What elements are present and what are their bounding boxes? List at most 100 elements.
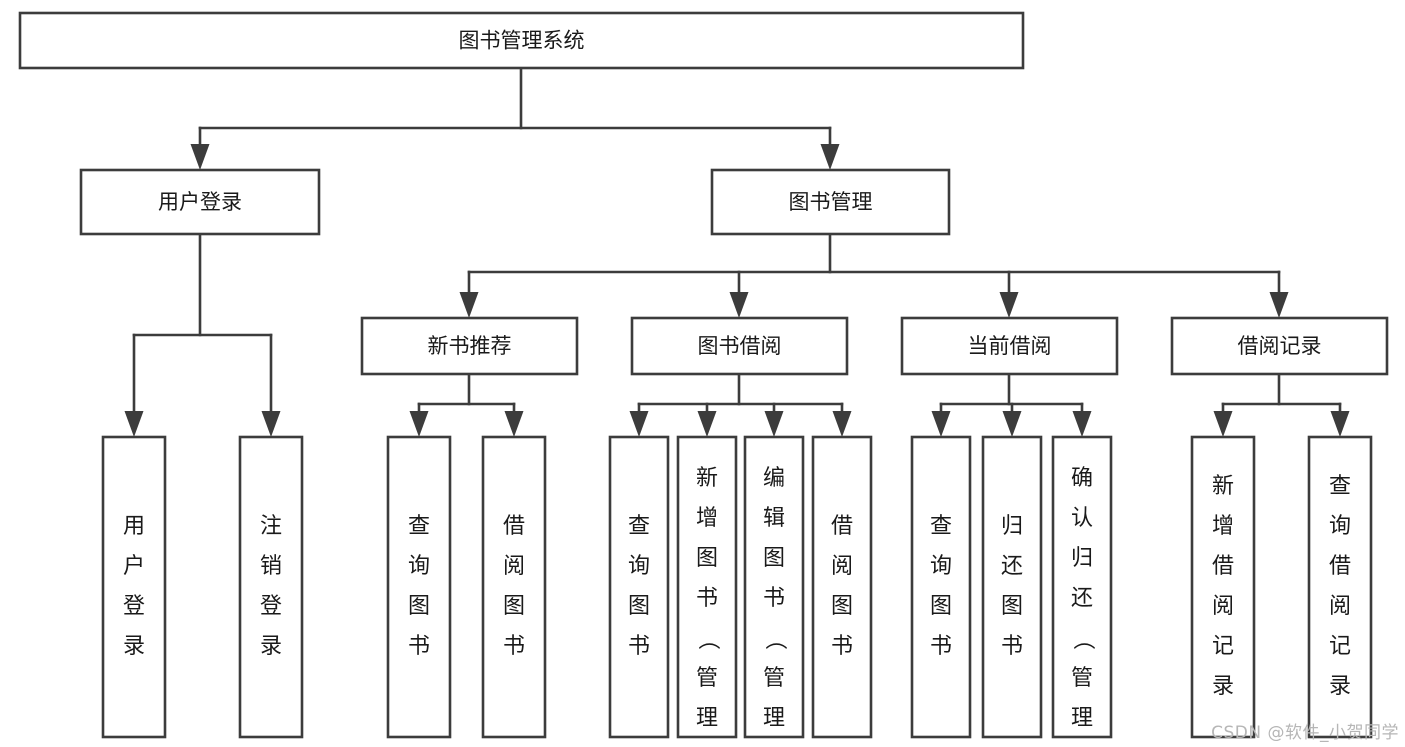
leaf-node-4-char-0: 查 <box>628 514 650 539</box>
node-level2-0[interactable]: 用户登录 <box>79 168 321 236</box>
leaf-node-2-char-1: 询 <box>408 554 430 579</box>
leaf-node-11-char-5: 录 <box>1212 674 1234 699</box>
watermark-text: CSDN @软件_小贺同学 <box>1211 723 1399 743</box>
leaf-node-4-char-3: 书 <box>628 634 650 659</box>
leaf-node-1-char-2: 登 <box>260 594 282 619</box>
connector-group <box>939 372 1084 406</box>
leaf-node-11-char-1: 增 <box>1212 514 1234 539</box>
leaf-node-7-char-2: 图 <box>831 594 853 619</box>
node-root[interactable]: 图书管理系统 <box>18 11 1025 70</box>
leaf-node-7-char-0: 借 <box>831 514 853 539</box>
leaf-node-6-char-6: 理 <box>763 706 785 731</box>
arrow-head-icon <box>729 292 749 318</box>
leaf-node-12-char-3: 阅 <box>1329 594 1351 619</box>
leaf-node-10-char-1: 认 <box>1071 506 1093 531</box>
leaf-node-11-char-4: 记 <box>1212 634 1234 659</box>
connector-group <box>467 232 1281 274</box>
leaf-node-0-char-3: 录 <box>123 634 145 659</box>
connector-group <box>1221 372 1342 406</box>
leaf-node-6-char-4: （ <box>762 628 787 650</box>
leaf-node-6-char-1: 辑 <box>763 506 785 531</box>
leaf-node-1-rect <box>238 435 304 739</box>
arrow-head-icon <box>459 292 479 318</box>
connector-arrow <box>1072 402 1092 437</box>
leaf-node-12-char-4: 记 <box>1329 634 1351 659</box>
leaf-node-10-char-2: 归 <box>1071 546 1093 571</box>
node-level3-3[interactable]: 借阅记录 <box>1170 316 1389 376</box>
leaf-node-2-char-0: 查 <box>408 514 430 539</box>
arrow-head-icon <box>504 411 524 437</box>
leaf-node-6-char-0: 编 <box>763 466 785 491</box>
leaf-node-0-char-1: 户 <box>123 554 145 579</box>
arrow-head-icon <box>999 292 1019 318</box>
arrow-head-icon <box>1002 411 1022 437</box>
connector-arrow <box>764 402 784 437</box>
arrow-head-icon <box>1213 411 1233 437</box>
leaf-node-9-char-1: 还 <box>1001 554 1023 579</box>
arrow-head-icon <box>1072 411 1092 437</box>
arrow-head-icon <box>190 144 210 170</box>
connector-lines-layer <box>124 66 1350 437</box>
arrow-head-icon <box>1269 292 1289 318</box>
node-level3-2[interactable]: 当前借阅 <box>900 316 1119 376</box>
leaf-node-11-char-2: 借 <box>1212 554 1234 579</box>
node-level3-0[interactable]: 新书推荐 <box>360 316 579 376</box>
leaf-node-2-rect <box>386 435 452 739</box>
node-level3-1[interactable]: 图书借阅 <box>630 316 849 376</box>
node-level3-2-rect <box>900 316 1119 376</box>
connector-arrow <box>697 402 717 437</box>
arrow-head-icon <box>409 411 429 437</box>
connector-arrow <box>729 270 749 318</box>
leaf-node-6-char-5: 管 <box>763 666 785 691</box>
leaf-node-1-char-3: 录 <box>260 634 282 659</box>
leaf-node-5-char-3: 书 <box>696 586 718 611</box>
leaf-node-11-char-3: 阅 <box>1212 594 1234 619</box>
node-level2-1-rect <box>710 168 951 236</box>
connector-arrow <box>409 402 429 437</box>
leaf-node-8-char-2: 图 <box>930 594 952 619</box>
leaf-node-4-rect <box>608 435 670 739</box>
connector-group <box>198 66 832 130</box>
leaf-node-12-char-0: 查 <box>1329 474 1351 499</box>
node-level3-1-label: 图书借阅 <box>698 334 782 358</box>
leaf-node-5-char-0: 新 <box>696 466 718 491</box>
leaf-node-5-char-4: （ <box>695 628 720 650</box>
leaf-node-11-rect <box>1190 435 1256 739</box>
leaf-node-6-char-2: 图 <box>763 546 785 571</box>
leaf-node-0[interactable]: 用户登录 <box>101 435 167 739</box>
node-level3-2-label: 当前借阅 <box>968 334 1052 358</box>
node-level3-3-label: 借阅记录 <box>1238 334 1322 358</box>
connector-group <box>637 372 844 406</box>
arrow-head-icon <box>124 411 144 437</box>
leaf-node-10-char-4: （ <box>1070 628 1095 650</box>
leaf-node-9-rect <box>981 435 1043 739</box>
connector-arrow <box>931 402 951 437</box>
node-level2-1[interactable]: 图书管理 <box>710 168 951 236</box>
arrow-head-icon <box>764 411 784 437</box>
connector-arrow <box>261 333 281 437</box>
connector-arrow <box>999 270 1019 318</box>
leaf-node-9-char-3: 书 <box>1001 634 1023 659</box>
connector-arrow <box>832 402 852 437</box>
connector-arrow <box>1213 402 1233 437</box>
node-level3-0-label: 新书推荐 <box>428 334 512 358</box>
